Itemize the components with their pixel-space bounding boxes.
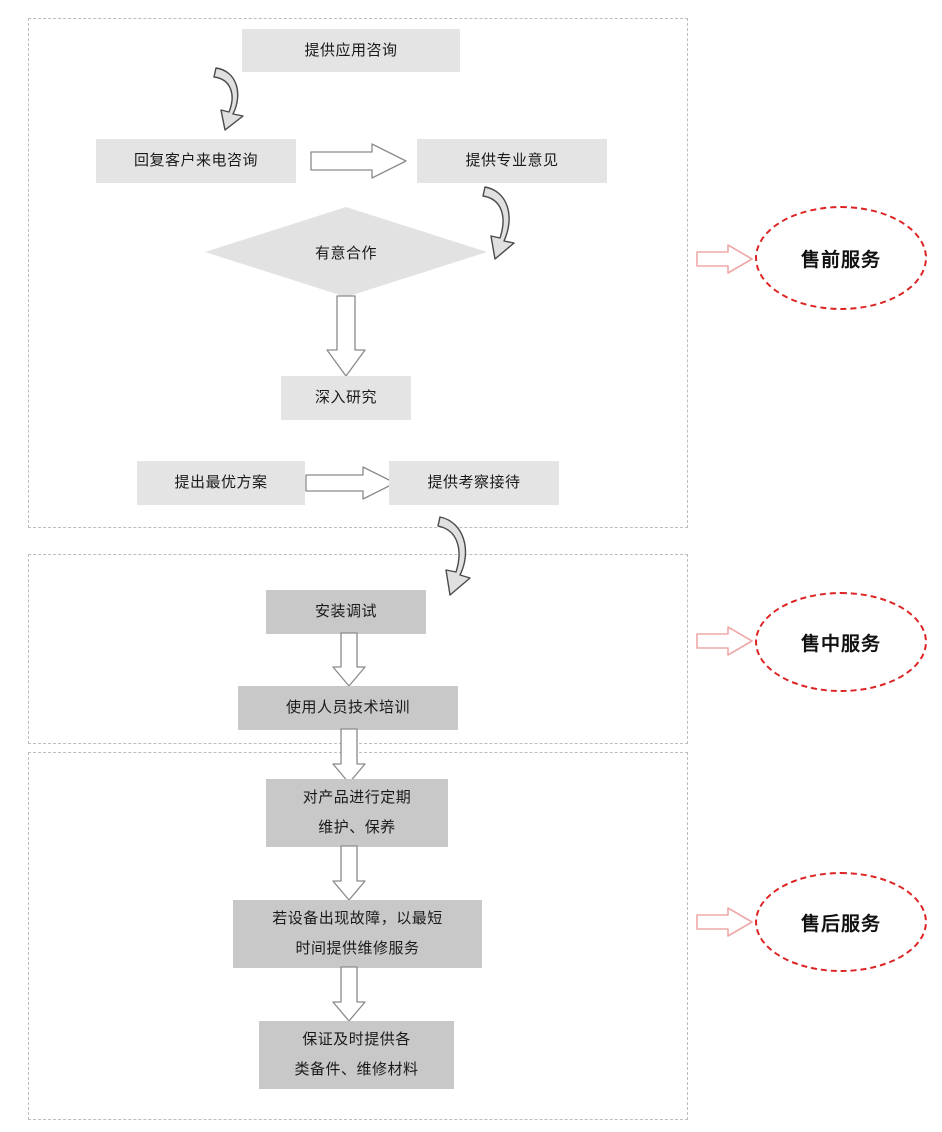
connector-block-diamond-to-deep — [325, 295, 367, 378]
node-intend-coop[interactable]: 有意合作 — [205, 207, 487, 297]
callout-presale[interactable]: 售前服务 — [755, 206, 927, 310]
callout-aftersale-label: 售后服务 — [800, 913, 881, 935]
callout-presale-label: 售前服务 — [800, 249, 881, 271]
node-pro-advice[interactable]: 提供专业意见 — [417, 139, 607, 183]
connector-block-install-to-train — [332, 632, 366, 688]
node-visit-reception-line-0: 提供考察接待 — [427, 474, 521, 491]
callout-aftersale[interactable]: 售后服务 — [755, 872, 927, 972]
node-install-debug[interactable]: 安装调试 — [266, 590, 426, 634]
node-periodic-maint[interactable]: 对产品进行定期 维护、保养 — [266, 779, 448, 847]
connector-block-plan-to-visit — [305, 466, 397, 500]
node-deep-research-line-0: 深入研究 — [314, 389, 377, 406]
connector-block-maint-to-repair — [332, 845, 366, 902]
connector-curve-visit-to-install — [428, 513, 478, 597]
node-user-training[interactable]: 使用人员技术培训 — [238, 686, 458, 730]
section-panel-presale — [28, 18, 688, 528]
connector-red-arrow-presale — [696, 243, 754, 275]
node-app-consult[interactable]: 提供应用咨询 — [242, 29, 460, 72]
node-spare-parts-line-1: 类备件、维修材料 — [294, 1061, 419, 1078]
node-reply-call[interactable]: 回复客户来电咨询 — [96, 139, 296, 183]
node-install-debug-line-0: 安装调试 — [314, 603, 377, 620]
connector-curve-advice-to-diamond — [473, 183, 521, 261]
connector-red-arrow-aftersale — [696, 906, 754, 938]
node-spare-parts-line-0: 保证及时提供各 — [302, 1031, 411, 1048]
node-visit-reception[interactable]: 提供考察接待 — [389, 461, 559, 505]
node-user-training-line-0: 使用人员技术培训 — [285, 699, 410, 716]
node-reply-call-line-0: 回复客户来电咨询 — [133, 152, 258, 169]
node-deep-research[interactable]: 深入研究 — [281, 376, 411, 420]
node-fast-repair-line-0: 若设备出现故障，以最短 — [272, 910, 443, 927]
node-best-plan-line-0: 提出最优方案 — [174, 474, 268, 491]
callout-insale[interactable]: 售中服务 — [755, 592, 927, 692]
callout-insale-label: 售中服务 — [800, 633, 881, 655]
node-periodic-maint-line-0: 对产品进行定期 — [302, 789, 412, 806]
node-pro-advice-line-0: 提供专业意见 — [465, 152, 559, 169]
node-fast-repair[interactable]: 若设备出现故障，以最短 时间提供维修服务 — [233, 900, 482, 968]
connector-red-arrow-insale — [696, 625, 754, 657]
node-fast-repair-line-1: 时间提供维修服务 — [295, 940, 420, 957]
node-spare-parts[interactable]: 保证及时提供各 类备件、维修材料 — [259, 1021, 454, 1089]
connector-block-train-to-maint — [332, 728, 366, 785]
section-panel-aftersale — [28, 752, 688, 1120]
connector-block-repair-to-parts — [332, 966, 366, 1023]
node-best-plan[interactable]: 提出最优方案 — [137, 461, 305, 505]
node-app-consult-line-0: 提供应用咨询 — [304, 41, 398, 59]
node-periodic-maint-line-1: 维护、保养 — [318, 819, 396, 836]
section-panel-insale — [28, 554, 688, 744]
connector-block-reply-to-advice — [310, 143, 408, 179]
connector-curve-consult-to-reply — [203, 64, 251, 132]
node-intend-coop-label: 有意合作 — [314, 244, 377, 262]
